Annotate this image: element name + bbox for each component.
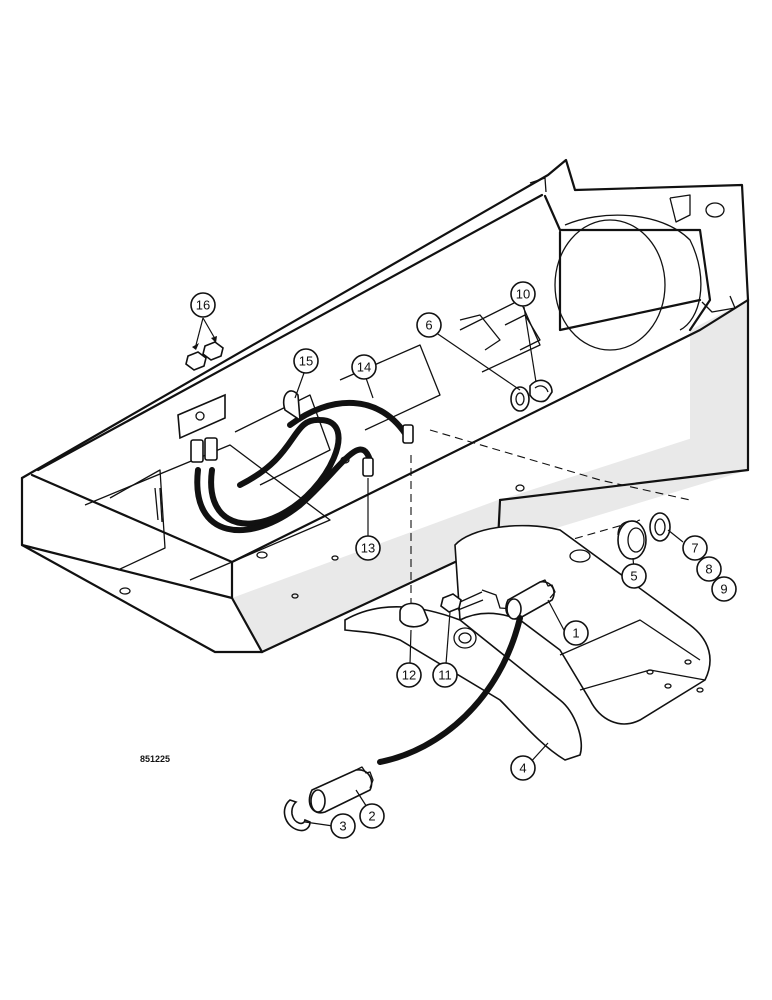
callout-8: 8 [696, 556, 722, 582]
callout-3: 3 [330, 813, 356, 839]
figure-reference-number: 851225 [140, 754, 170, 764]
callout-14: 14 [351, 354, 377, 380]
svg-text:16: 16 [196, 298, 210, 313]
svg-text:4: 4 [519, 761, 526, 776]
callout-15: 15 [293, 348, 319, 374]
svg-text:3: 3 [339, 819, 346, 834]
callout-4: 4 [510, 755, 536, 781]
callout-12: 12 [396, 662, 422, 688]
hydraulic-hoses [194, 399, 411, 534]
callout-1: 1 [563, 620, 589, 646]
svg-text:10: 10 [516, 287, 530, 302]
svg-text:11: 11 [438, 668, 452, 683]
pivot-pin-lower [308, 766, 374, 814]
callout-2: 2 [359, 803, 385, 829]
hose-fittings [177, 390, 414, 477]
svg-text:14: 14 [357, 360, 371, 375]
svg-text:2: 2 [368, 809, 375, 824]
callout-13: 13 [355, 535, 381, 561]
frame-brackets-6-10 [510, 379, 553, 412]
callout-10: 10 [510, 281, 536, 307]
svg-text:5: 5 [630, 569, 637, 584]
callout-9: 9 [711, 576, 737, 602]
svg-text:1: 1 [572, 626, 579, 641]
svg-text:13: 13 [361, 541, 375, 556]
svg-text:9: 9 [720, 582, 727, 597]
pivot-pin-upper [505, 579, 556, 620]
snap-ring [283, 799, 311, 832]
svg-text:6: 6 [425, 318, 432, 333]
svg-text:12: 12 [402, 668, 416, 683]
bushing-and-washers [617, 512, 671, 560]
callout-6: 6 [416, 312, 442, 338]
callout-7: 7 [682, 535, 708, 561]
pin-path-indicator [377, 615, 523, 765]
svg-text:15: 15 [299, 354, 313, 369]
nuts [185, 341, 224, 371]
svg-text:7: 7 [691, 541, 698, 556]
fittings-lower [399, 589, 531, 628]
callout-11: 11 [432, 662, 458, 688]
svg-text:8: 8 [705, 562, 712, 577]
callout-5: 5 [621, 563, 647, 589]
callout-16: 16 [190, 292, 216, 318]
